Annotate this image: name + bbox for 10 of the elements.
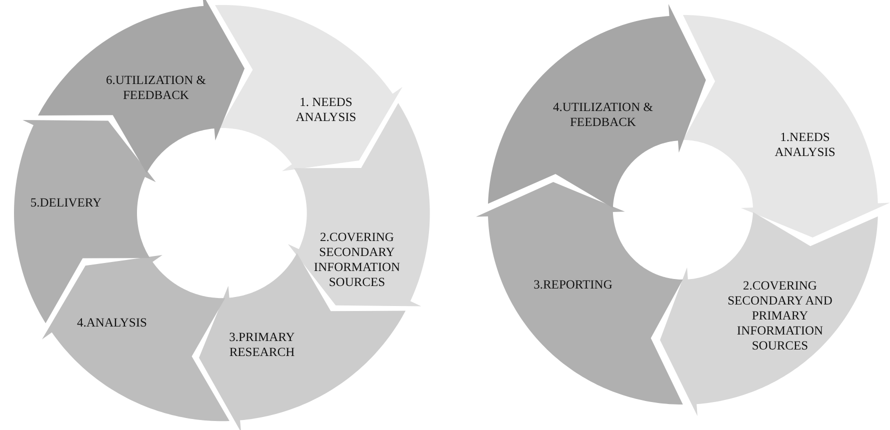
step-label: 4.ANALYSIS	[76, 315, 148, 330]
step-label: 6.UTILIZATION & FEEDBACK	[104, 73, 207, 103]
step-label: 3.PRIMARY RESEARCH	[228, 330, 296, 360]
step-label: 1.NEEDS ANALYSIS	[774, 130, 836, 160]
step-label: 4.UTILIZATION & FEEDBACK	[552, 100, 654, 130]
step-label: 2.COVERING SECONDARY INFORMATION SOURCES	[312, 230, 402, 290]
step-label: 5.DELIVERY	[29, 195, 103, 210]
step-label: 2.COVERING SECONDARY AND PRIMARY INFORMATION SOURCES	[726, 278, 834, 354]
step-label: 3.REPORTING	[532, 277, 614, 292]
step-label: 1. NEEDS ANALYSIS	[294, 95, 358, 125]
